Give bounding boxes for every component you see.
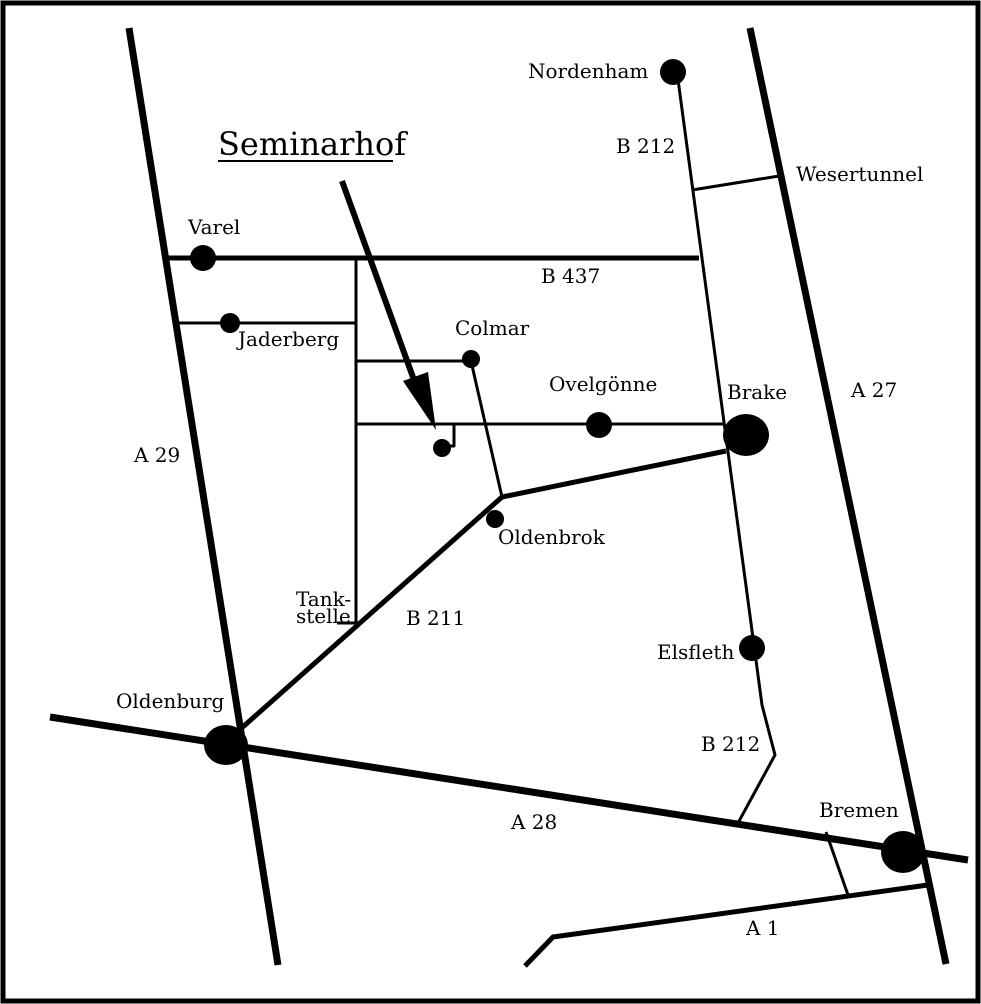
town-dot-oldenburg — [204, 725, 248, 765]
label-nordenham: Nordenham — [528, 59, 648, 83]
label-road-b211: B 211 — [406, 606, 465, 630]
road-a1-connector — [824, 831, 850, 896]
label-road-b212-north: B 212 — [616, 134, 675, 158]
town-dot-brake — [723, 414, 769, 456]
map-title: Seminarhof — [218, 125, 408, 163]
label-jaderberg: Jaderberg — [236, 327, 339, 351]
label-road-b437: B 437 — [541, 264, 600, 288]
town-dot-jaderberg — [220, 313, 240, 333]
town-dot-ovelgoenne — [586, 412, 612, 438]
label-brake: Brake — [727, 380, 787, 404]
label-elsfleth: Elsfleth — [657, 640, 734, 664]
label-oldenbrok: Oldenbrok — [498, 525, 606, 549]
label-colmar: Colmar — [455, 316, 530, 340]
label-road-a27: A 27 — [850, 378, 897, 402]
label-tankstelle-line2: stelle — [296, 604, 351, 628]
road-b212 — [675, 71, 777, 824]
label-road-a28: A 28 — [510, 810, 557, 834]
label-varel: Varel — [187, 215, 240, 239]
seminarhof-arrow-shaft — [339, 179, 417, 382]
label-road-a1: A 1 — [745, 916, 780, 940]
town-dot-oldenbrok — [486, 510, 504, 528]
label-wesertunnel: Wesertunnel — [796, 162, 923, 186]
road-wesertunnel-link — [691, 174, 780, 192]
town-dot-bremen — [881, 831, 925, 873]
label-bremen: Bremen — [819, 798, 899, 822]
label-road-a29: A 29 — [133, 443, 180, 467]
road-colmar-oldenbrok — [469, 360, 504, 498]
road-a29 — [125, 27, 282, 966]
label-oldenburg: Oldenburg — [116, 689, 225, 713]
road-a1 — [523, 882, 929, 968]
label-road-b212-south: B 212 — [701, 732, 760, 756]
town-dot-colmar — [462, 350, 480, 368]
label-ovelgoenne: Ovelgönne — [549, 372, 657, 396]
town-dot-nordenham — [660, 59, 686, 85]
seminarhof-arrow-head — [403, 372, 436, 430]
road-a28 — [49, 713, 969, 864]
road-b211 — [234, 448, 727, 735]
label-tankstelle-line1: Tank- — [296, 587, 351, 611]
road-a27 — [746, 27, 950, 965]
seminarhof-location-marker — [433, 439, 451, 457]
town-dot-elsfleth — [739, 635, 765, 661]
town-dot-varel — [190, 245, 216, 271]
